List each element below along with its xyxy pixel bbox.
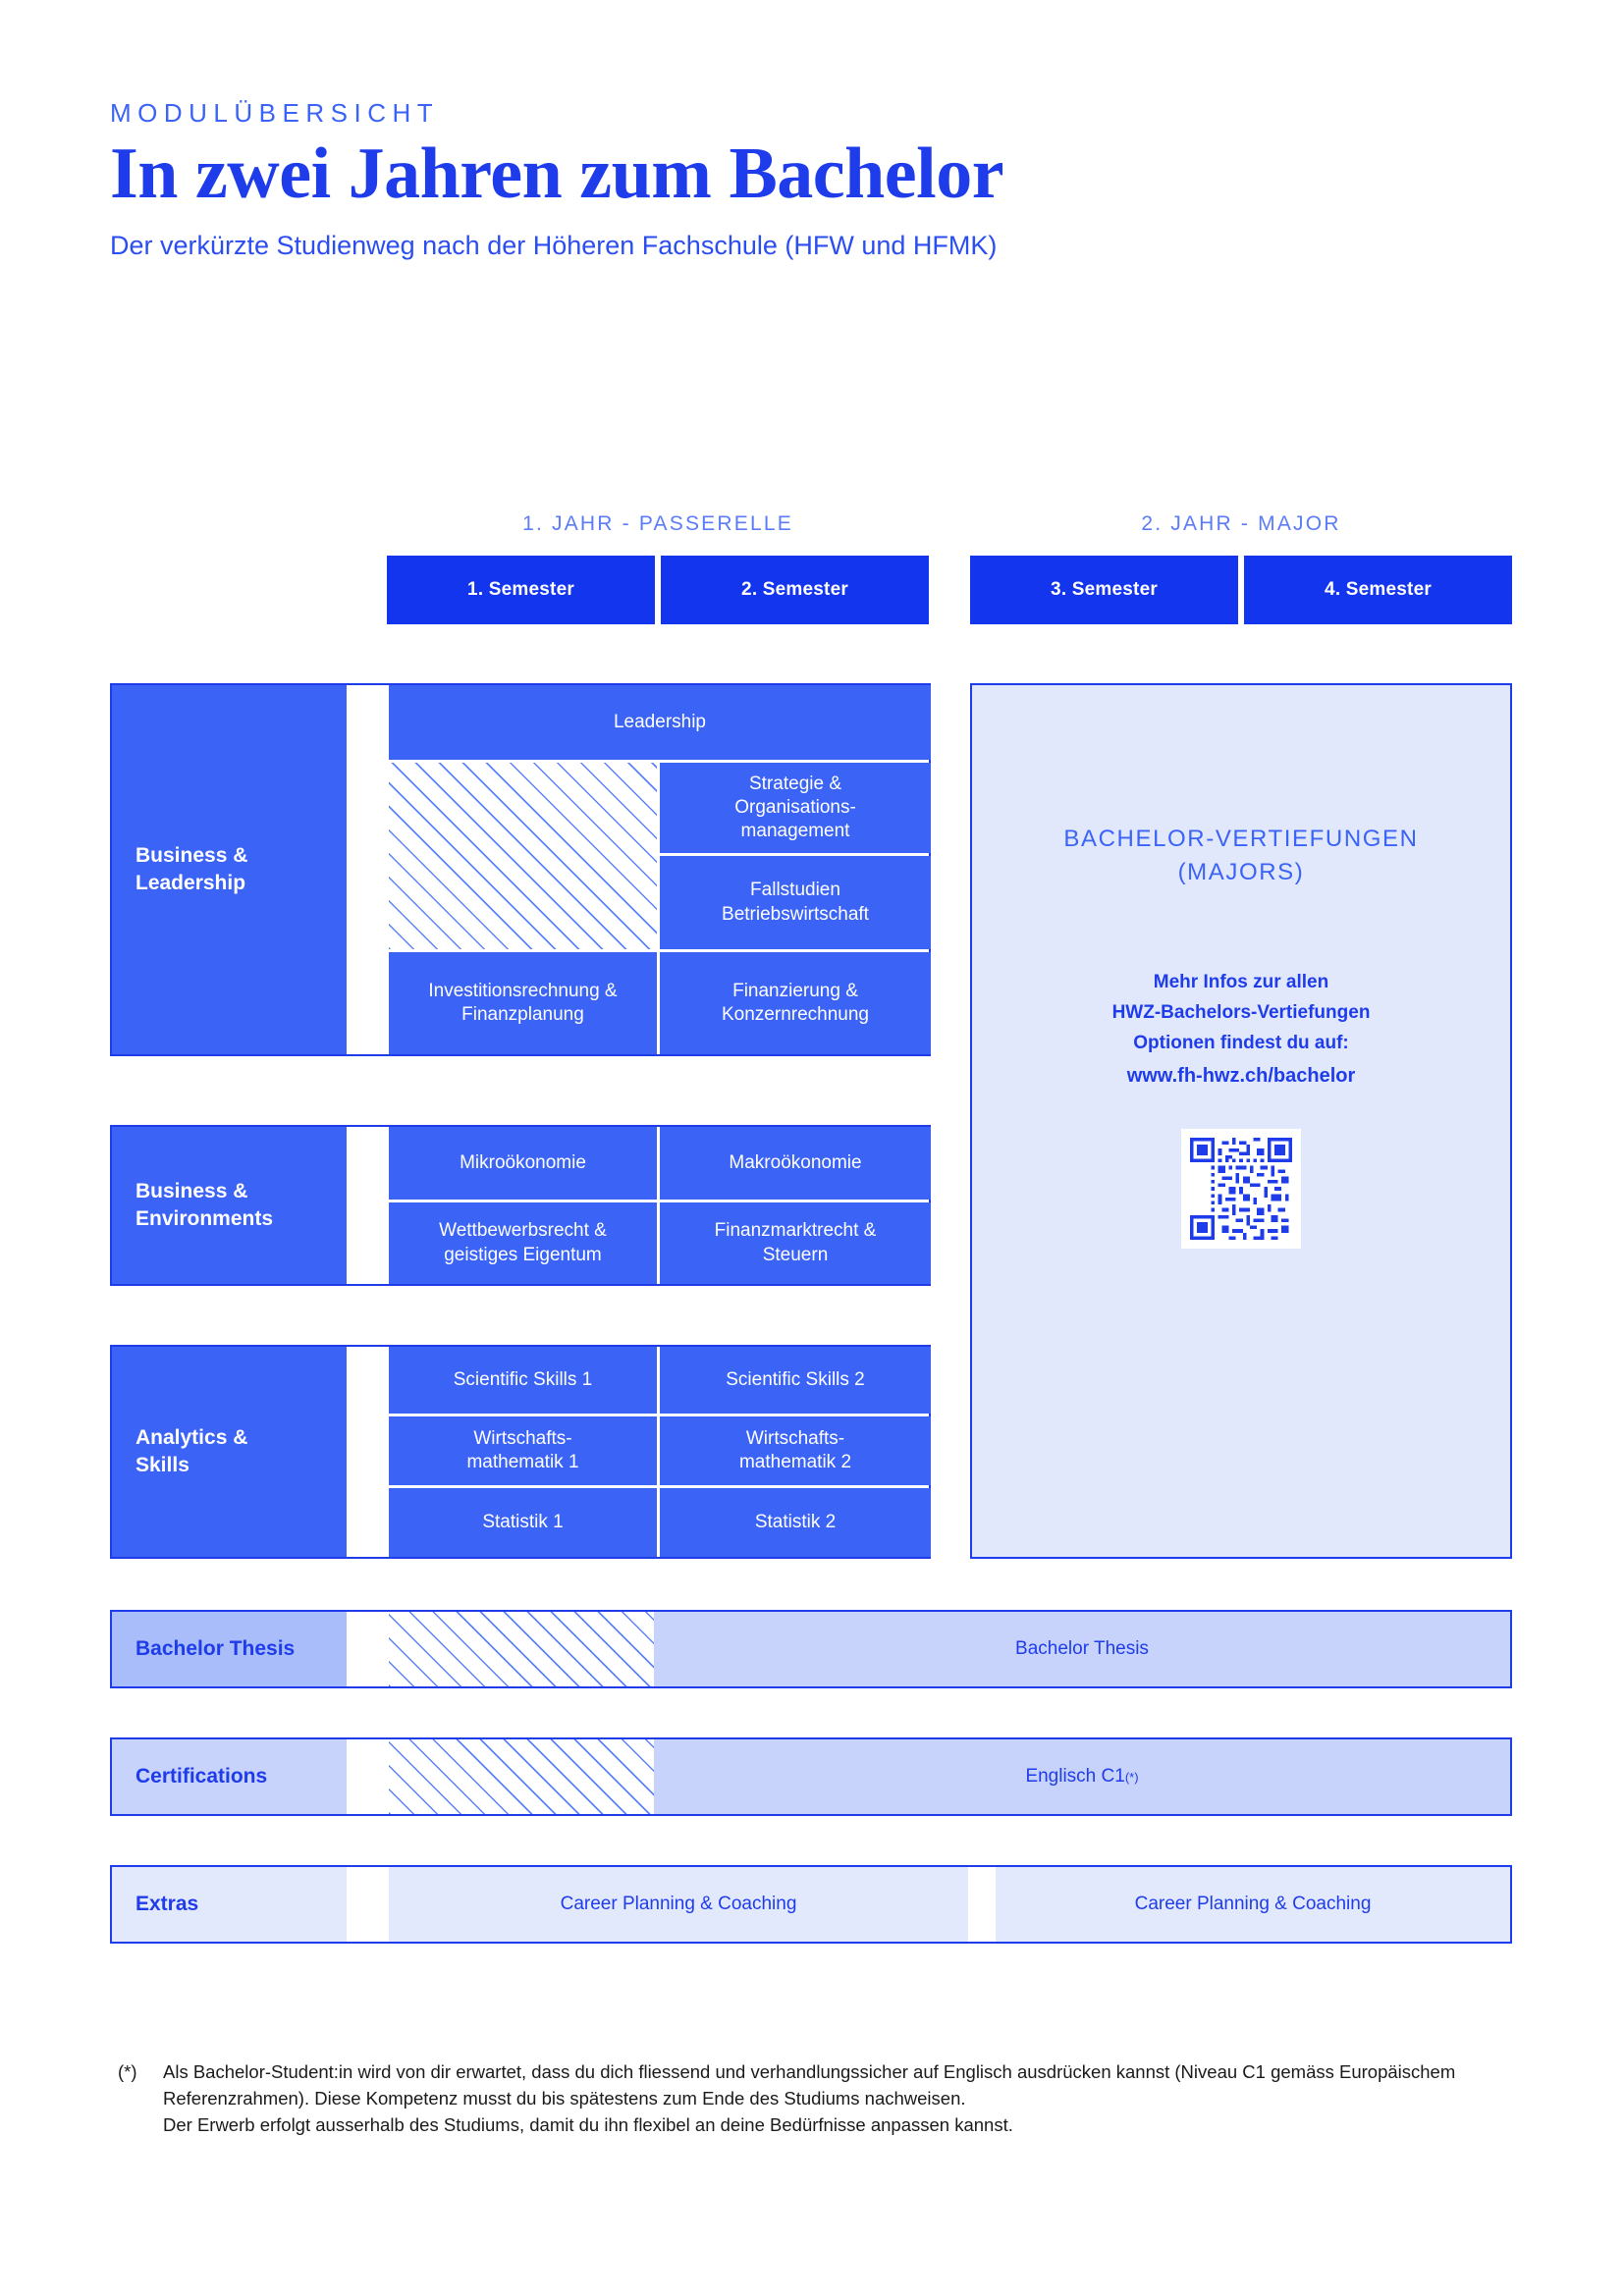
category-label-business-leadership: Business &Leadership xyxy=(112,685,347,1054)
semester-header-row: 1. Semester 2. Semester 3. Semester 4. S… xyxy=(0,556,1624,624)
qr-code-icon[interactable] xyxy=(1181,1129,1301,1249)
module-finanzmarktrecht-steuern[interactable]: Finanzmarktrecht &Steuern xyxy=(660,1202,931,1284)
majors-panel: BACHELOR-VERTIEFUNGEN(MAJORS) Mehr Infos… xyxy=(970,683,1512,1559)
category-grid-analytics-skills: Scientific Skills 1 Scientific Skills 2 … xyxy=(389,1347,931,1557)
module-statistik-1[interactable]: Statistik 1 xyxy=(389,1488,657,1557)
row-certifications: Certifications Englisch C1(*) xyxy=(110,1737,1512,1816)
row-extras-gap-left xyxy=(347,1867,389,1942)
category-business-leadership: Business &Leadership Leadership Strategi… xyxy=(110,683,931,1056)
module-finanzierung-konzernrechnung[interactable]: Finanzierung &Konzernrechnung xyxy=(660,952,931,1054)
category-label-analytics-skills: Analytics &Skills xyxy=(112,1347,347,1557)
module-scientific-skills-2[interactable]: Scientific Skills 2 xyxy=(660,1347,931,1414)
module-investitionsrechnung-finanzplanung[interactable]: Investitionsrechnung &Finanzplanung xyxy=(389,952,657,1054)
semester-header-3: 3. Semester xyxy=(970,556,1238,624)
category-business-environments: Business &Environments Mikroökonomie Mak… xyxy=(110,1125,931,1286)
row-label-certifications: Certifications xyxy=(112,1739,347,1814)
year-captions: 1. JAHR - PASSERELLE 2. JAHR - MAJOR xyxy=(0,512,1624,546)
footnote-marker: (*) xyxy=(1124,1769,1139,1785)
row-cell-certifications-passerelle xyxy=(389,1739,654,1814)
certification-name: Englisch C1 xyxy=(1025,1766,1125,1787)
semester-header-1: 1. Semester xyxy=(387,556,655,624)
row-label-bachelor-thesis: Bachelor Thesis xyxy=(112,1612,347,1686)
row-cell-extras-major[interactable]: Career Planning & Coaching xyxy=(996,1867,1510,1942)
row-cell-extras-passerelle[interactable]: Career Planning & Coaching xyxy=(389,1867,968,1942)
category-grid-business-environments: Mikroökonomie Makroökonomie Wettbewerbsr… xyxy=(389,1127,931,1284)
row-cell-bachelor-thesis-major[interactable]: Bachelor Thesis xyxy=(654,1612,1510,1686)
semester-header-4: 4. Semester xyxy=(1244,556,1512,624)
module-wirtschaftsmathematik-2[interactable]: Wirtschafts-mathematik 2 xyxy=(660,1416,931,1485)
module-wirtschaftsmathematik-1[interactable]: Wirtschafts-mathematik 1 xyxy=(389,1416,657,1485)
page-subtitle: Der verkürzte Studienweg nach der Höhere… xyxy=(110,230,998,260)
footnote: (*) Als Bachelor-Student:in wird von dir… xyxy=(118,2059,1522,2138)
row-cell-bachelor-thesis-passerelle xyxy=(389,1612,654,1686)
module-strategie-organisationsmanagement[interactable]: Strategie &Organisations-management xyxy=(660,763,931,853)
module-makrooekonomie[interactable]: Makroökonomie xyxy=(660,1127,931,1200)
module-leadership[interactable]: Leadership xyxy=(389,685,931,760)
page-title: In zwei Jahren zum Bachelor xyxy=(110,133,1004,215)
footnote-body: Als Bachelor-Student:in wird von dir erw… xyxy=(163,2061,1456,2135)
module-statistik-2[interactable]: Statistik 2 xyxy=(660,1488,931,1557)
row-extras: Extras Career Planning & Coaching Career… xyxy=(110,1865,1512,1944)
row-cell-certifications-major[interactable]: Englisch C1(*) xyxy=(654,1739,1510,1814)
row-extras-gap-right xyxy=(968,1867,996,1942)
majors-url[interactable]: www.fh-hwz.ch/bachelor xyxy=(1126,1065,1356,1088)
row-bachelor-thesis: Bachelor Thesis Bachelor Thesis xyxy=(110,1610,1512,1688)
category-grid-business-leadership: Leadership Strategie &Organisations-mana… xyxy=(389,685,931,1054)
majors-title: BACHELOR-VERTIEFUNGEN(MAJORS) xyxy=(1063,826,1419,885)
year-caption-1: 1. JAHR - PASSERELLE xyxy=(522,512,793,535)
eyebrow-label: MODULÜBERSICHT xyxy=(110,98,440,128)
semester-header-2: 2. Semester xyxy=(661,556,929,624)
page-header: MODULÜBERSICHT In zwei Jahren zum Bachel… xyxy=(110,98,1504,263)
category-analytics-skills: Analytics &Skills Scientific Skills 1 Sc… xyxy=(110,1345,931,1559)
row-label-extras: Extras xyxy=(112,1867,347,1942)
module-wettbewerbsrecht-geistiges-eigentum[interactable]: Wettbewerbsrecht &geistiges Eigentum xyxy=(389,1202,657,1284)
footnote-mark: (*) xyxy=(118,2061,137,2082)
module-scientific-skills-1[interactable]: Scientific Skills 1 xyxy=(389,1347,657,1414)
year-caption-2: 2. JAHR - MAJOR xyxy=(1141,512,1341,535)
module-placeholder-hatch xyxy=(389,763,657,949)
module-mikrooekonomie[interactable]: Mikroökonomie xyxy=(389,1127,657,1200)
category-label-business-environments: Business &Environments xyxy=(112,1127,347,1284)
